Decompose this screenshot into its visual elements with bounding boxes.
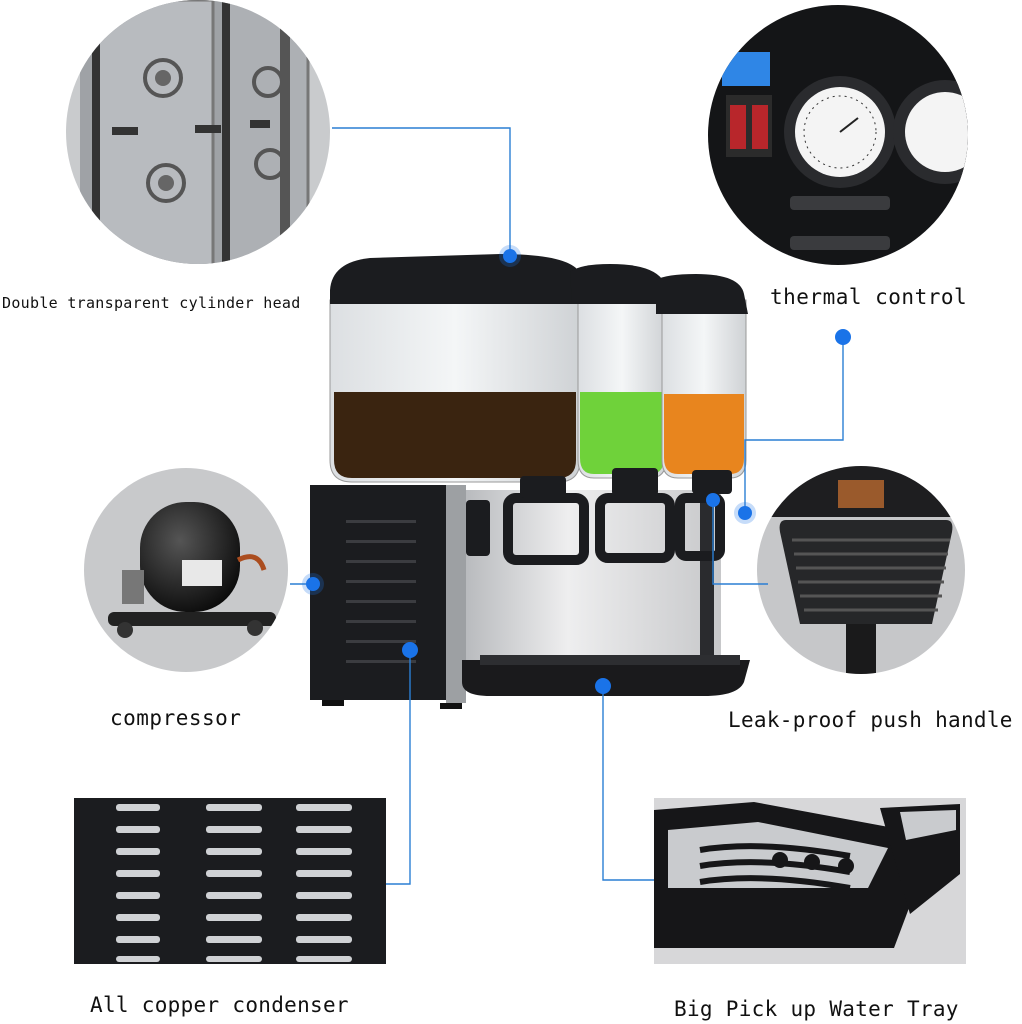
callout-dots	[302, 245, 851, 694]
thermal-control-closeup	[708, 5, 968, 265]
leader-lines	[290, 127, 844, 885]
cylinder-head-label: Double transparent cylinder head	[2, 294, 301, 312]
water-tray-closeup	[654, 798, 966, 964]
push-handle-label: Leak-proof push handle	[728, 708, 1013, 732]
condenser-closeup	[74, 798, 386, 964]
dispenser-machine	[310, 254, 750, 709]
push-handle-closeup	[757, 466, 965, 674]
condenser-label: All copper condenser	[90, 993, 349, 1017]
compressor-closeup	[84, 468, 288, 672]
compressor-label: compressor	[110, 706, 242, 730]
thermal-control-label: thermal control	[770, 285, 968, 309]
water-tray-label: Big Pick up Water Tray	[674, 997, 959, 1021]
power-switch-icon	[730, 105, 746, 149]
cylinder-head-closeup	[66, 0, 330, 264]
